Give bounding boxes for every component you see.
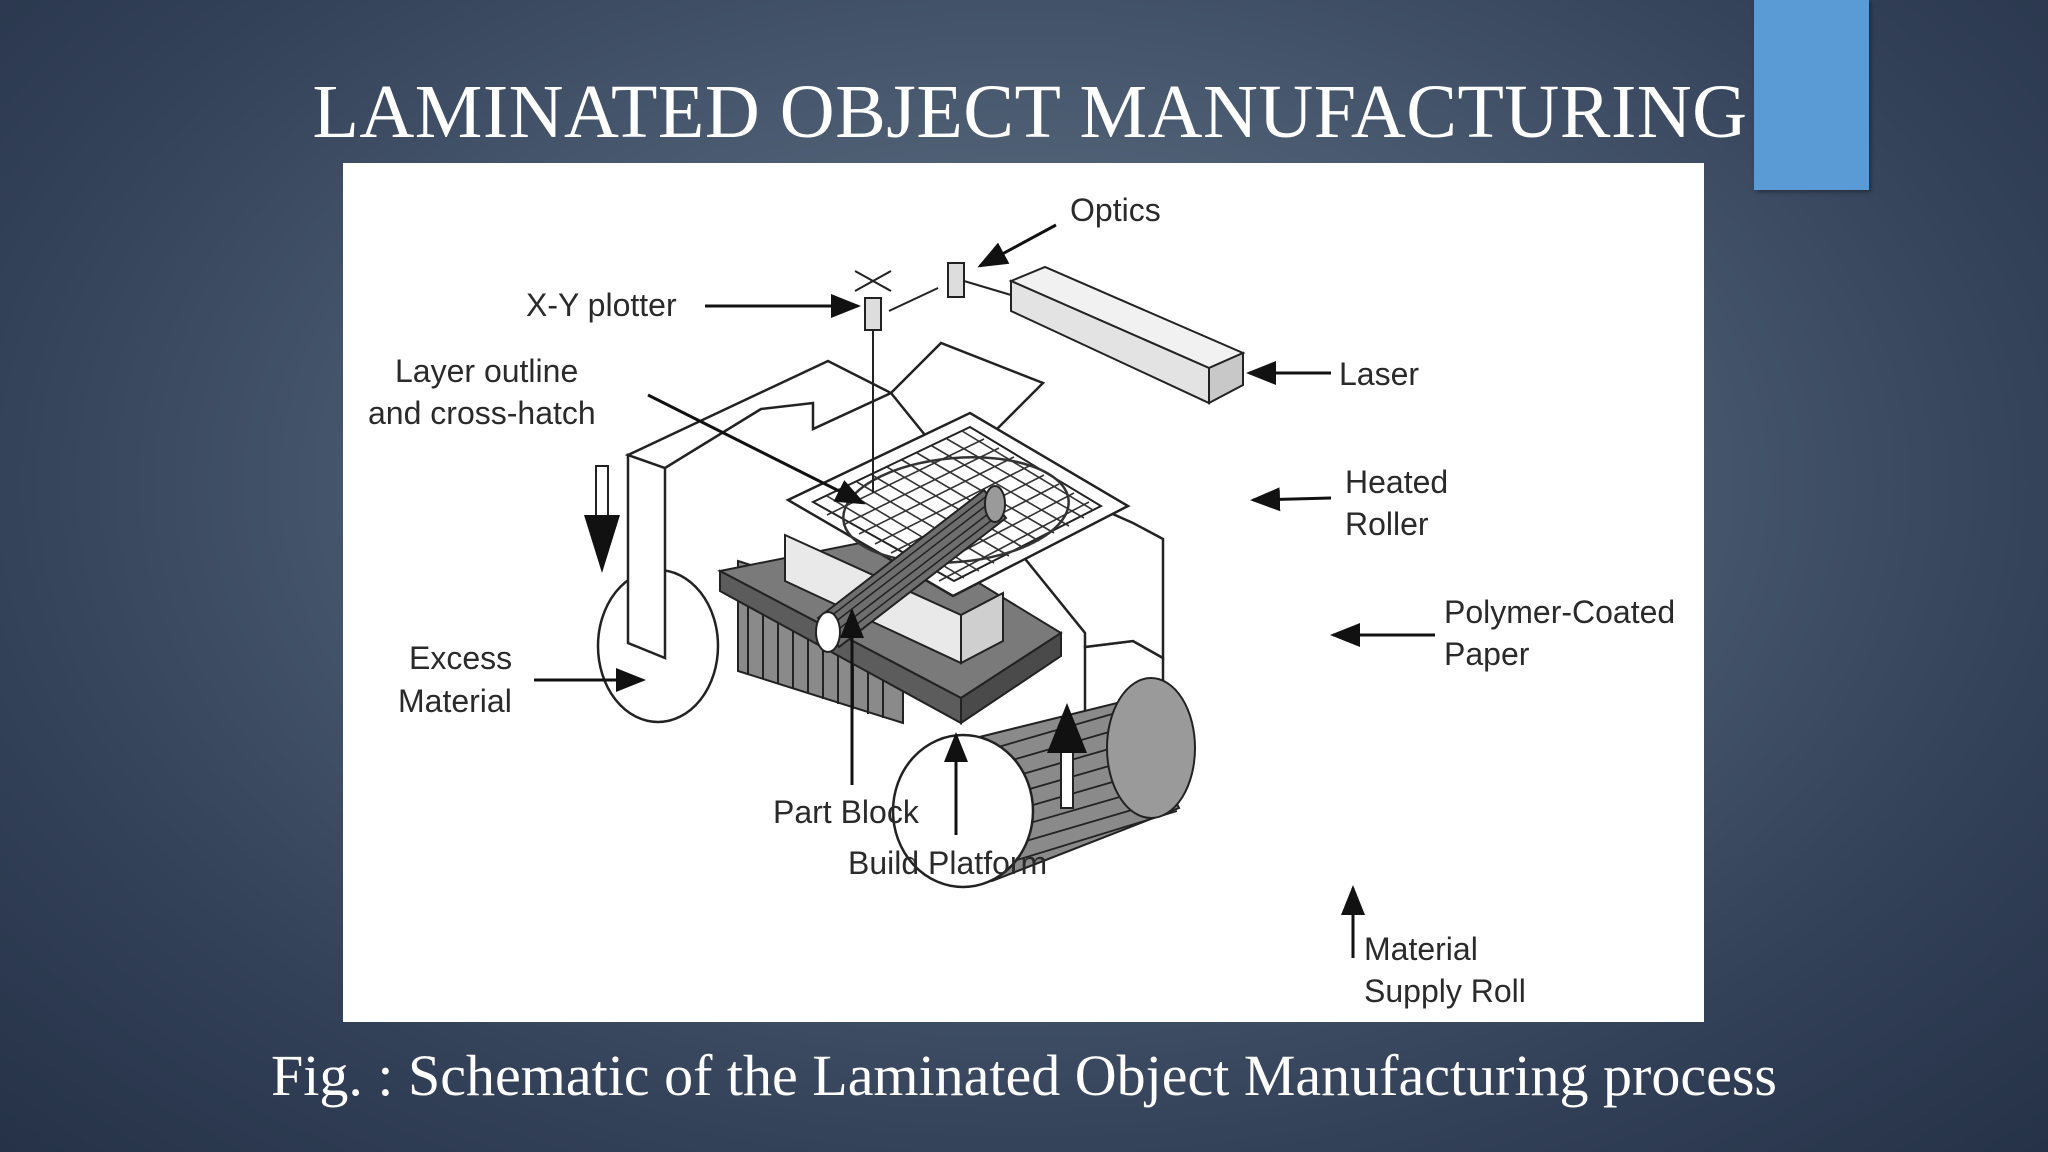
- xy-plotter: [854, 270, 939, 493]
- slide-title: LAMINATED OBJECT MANUFACTURING: [312, 70, 1748, 154]
- figure-caption: Fig. : Schematic of the Laminated Object…: [271, 1043, 1777, 1108]
- label-supply-roll-line1: Material: [1364, 931, 1478, 967]
- label-xy-plotter: X-Y plotter: [526, 287, 677, 323]
- optics: [947, 262, 1012, 298]
- label-supply-roll-line2: Supply Roll: [1364, 973, 1526, 1009]
- label-excess-material-line1: Excess: [409, 640, 512, 676]
- laser: [1008, 265, 1246, 405]
- label-layer-outline-line2: and cross-hatch: [368, 395, 596, 431]
- heated-roller: [815, 485, 1008, 653]
- label-build-platform: Build Platform: [848, 845, 1047, 881]
- label-heated-roller-line1: Heated: [1345, 464, 1448, 500]
- leader-arrows: [534, 223, 1435, 958]
- lom-schematic-figure: Optics X-Y plotter Layer outline and cro…: [343, 163, 1704, 1022]
- label-heated-roller-line2: Roller: [1345, 506, 1429, 542]
- label-part-block: Part Block: [773, 794, 920, 830]
- label-polymer-paper-line1: Polymer-Coated: [1444, 594, 1675, 630]
- material-supply-roll: [891, 677, 1196, 889]
- label-optics: Optics: [1070, 192, 1161, 228]
- platform-up-arrow: [1047, 703, 1087, 809]
- label-excess-material-line2: Material: [398, 683, 512, 719]
- label-laser: Laser: [1339, 356, 1419, 392]
- label-layer-outline-line1: Layer outline: [395, 353, 578, 389]
- lom-schematic-diagram: Optics X-Y plotter Layer outline and cro…: [368, 192, 1675, 1009]
- accent-bar: [1754, 0, 1869, 190]
- label-polymer-paper-line2: Paper: [1444, 636, 1530, 672]
- platform-down-arrow: [584, 465, 620, 573]
